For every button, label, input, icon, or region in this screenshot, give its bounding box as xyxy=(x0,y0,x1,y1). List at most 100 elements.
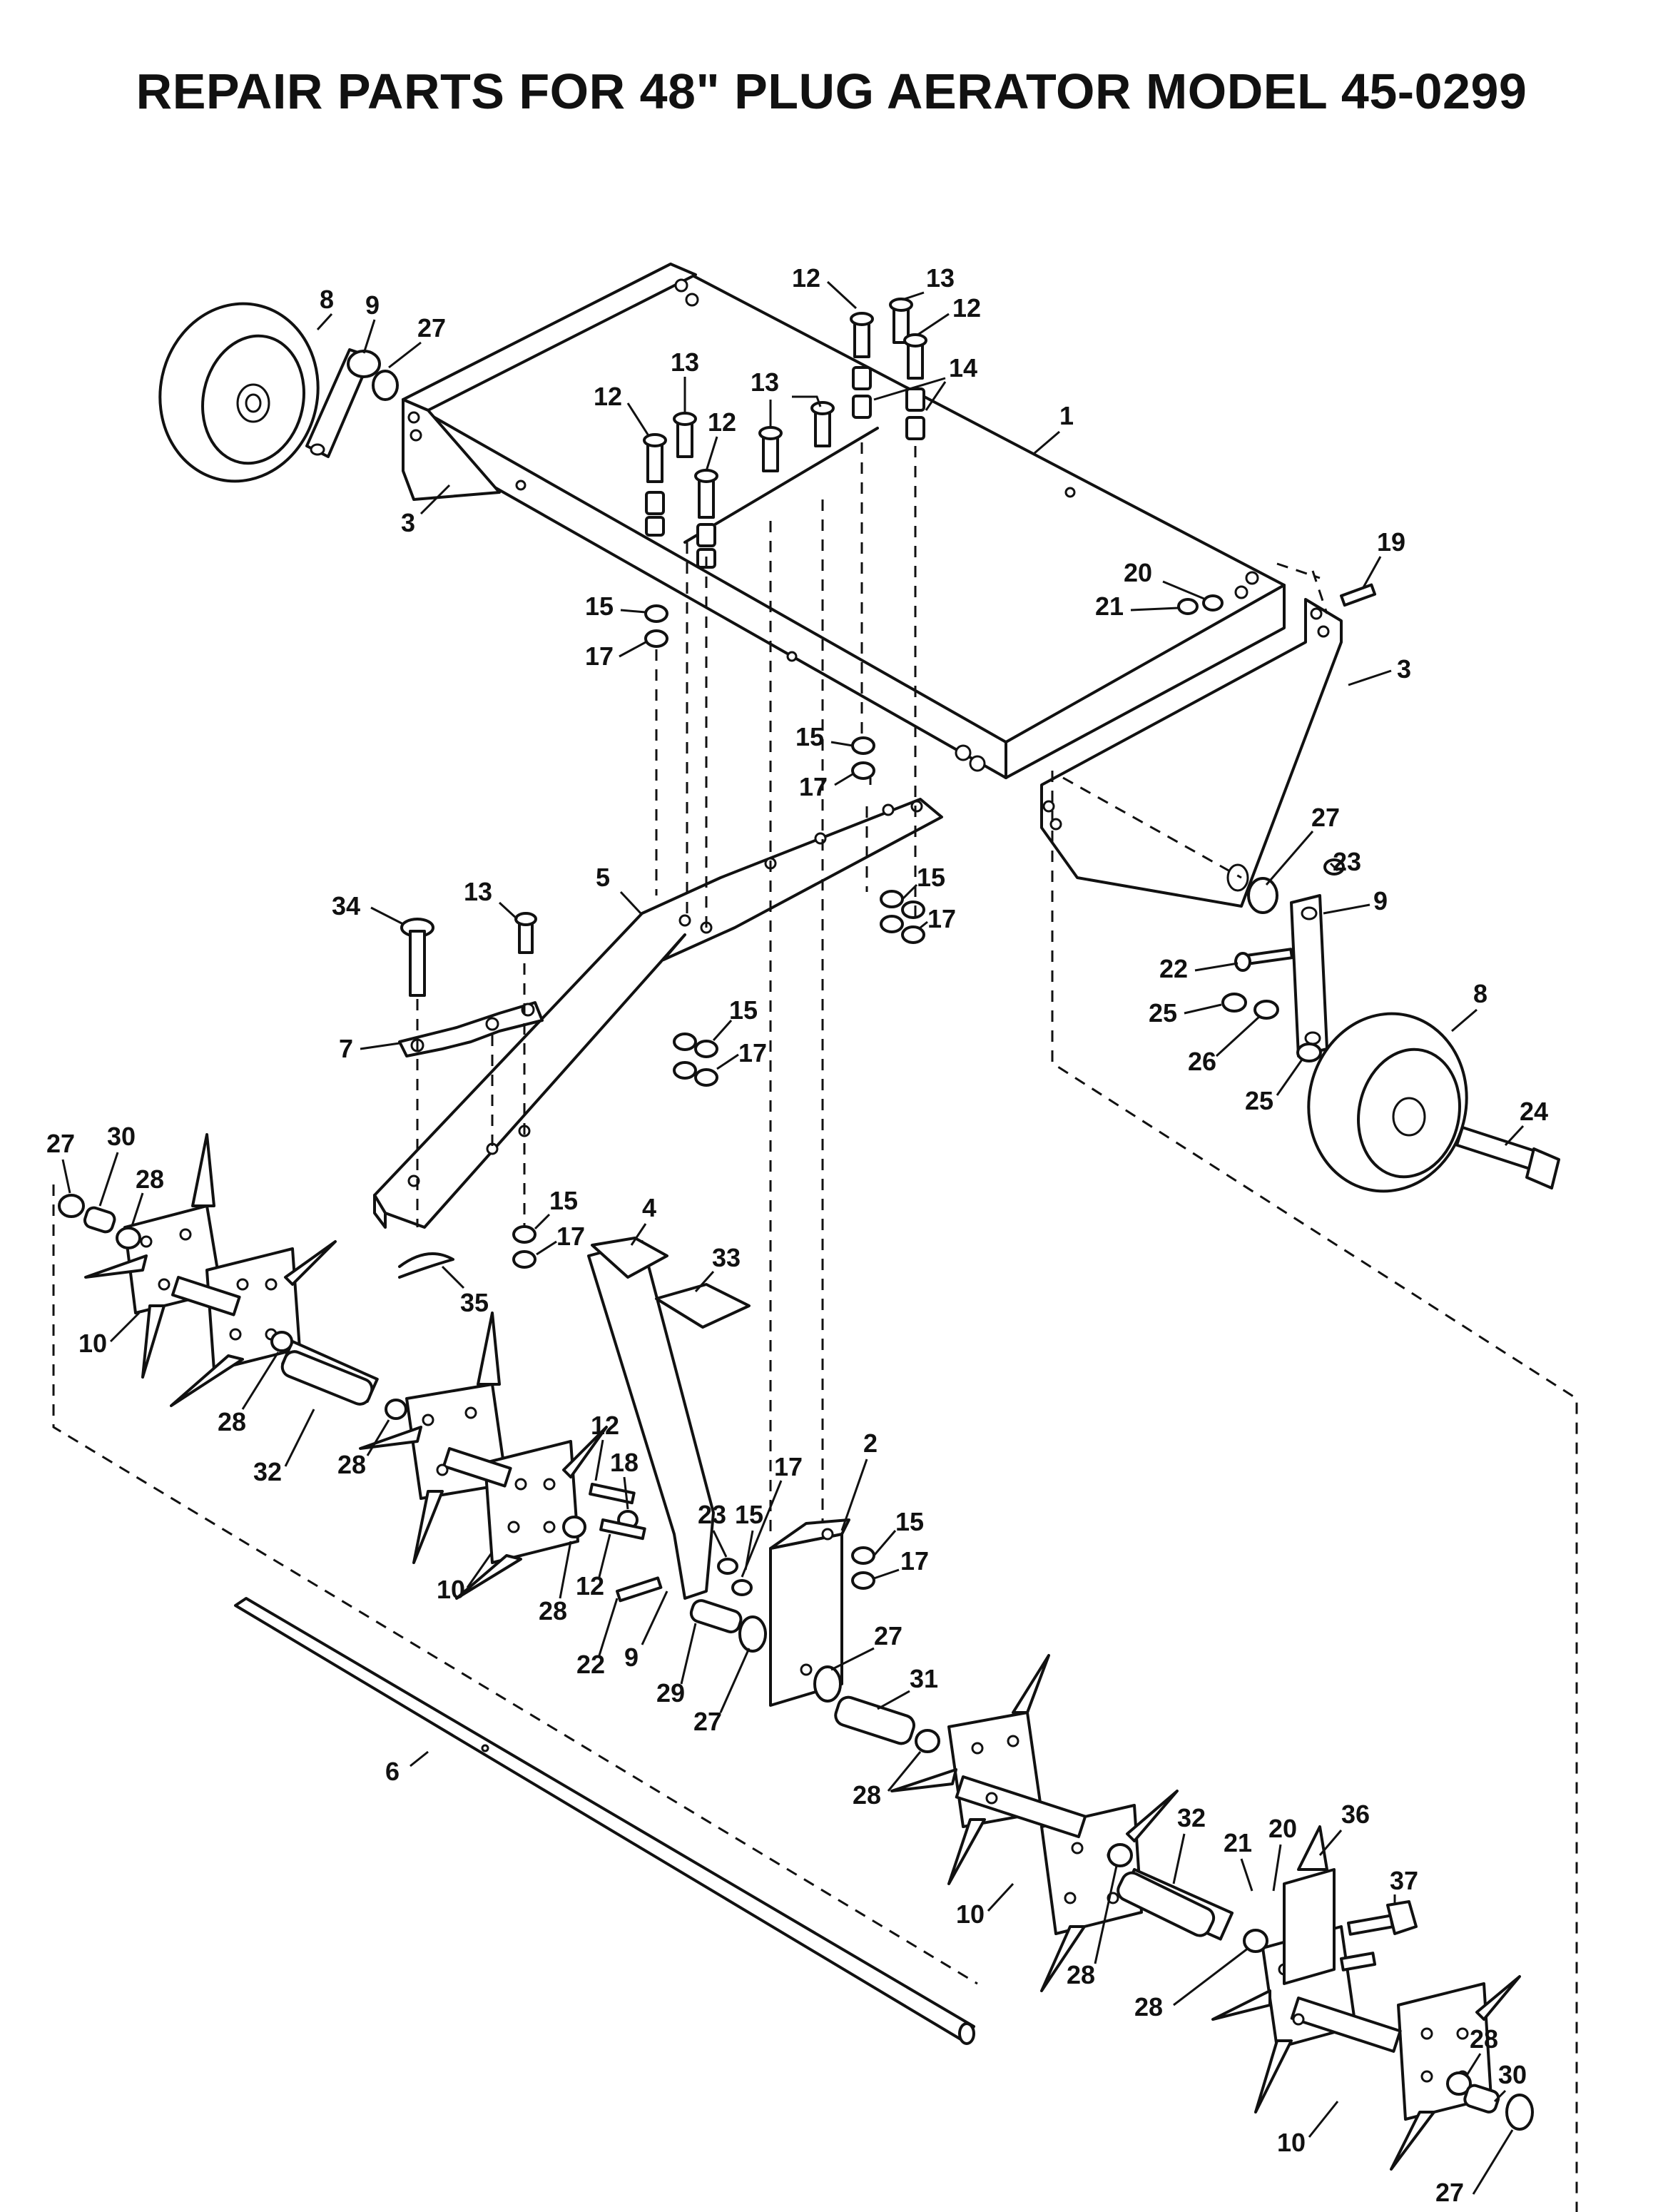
callout-5: 5 xyxy=(596,863,610,892)
page-title: REPAIR PARTS FOR 48" PLUG AERATOR MODEL … xyxy=(136,64,1527,119)
callout-33: 33 xyxy=(712,1243,741,1272)
callout-10: 10 xyxy=(78,1329,107,1358)
callout-10d: 10 xyxy=(1277,2128,1306,2157)
tine-assembly-4 xyxy=(1211,1925,1521,2171)
callout-21: 21 xyxy=(1095,592,1124,621)
callout-21b: 21 xyxy=(1224,1828,1252,1857)
wheel-arm-right xyxy=(1247,877,1328,1057)
callout-10c: 10 xyxy=(956,1899,985,1929)
callout-27f: 27 xyxy=(1435,2178,1464,2207)
hairpin-clip xyxy=(398,1252,454,1279)
callout-25: 25 xyxy=(1149,998,1177,1028)
callout-20b: 20 xyxy=(1268,1814,1297,1843)
bolt-22-right xyxy=(1234,948,1293,972)
callout-17c: 17 xyxy=(927,904,956,933)
callout-32: 32 xyxy=(253,1457,282,1486)
callout-3b: 3 xyxy=(1397,654,1411,684)
callout-27d: 27 xyxy=(693,1707,722,1736)
callout-1: 1 xyxy=(1059,401,1074,430)
callout-27e: 27 xyxy=(874,1621,902,1650)
callout-30b: 30 xyxy=(1498,2060,1527,2089)
side-plate-left xyxy=(402,398,501,501)
callout-17d: 17 xyxy=(738,1038,767,1067)
wheel-right xyxy=(1307,1012,1560,1193)
callout-18: 18 xyxy=(610,1448,639,1477)
callout-8b: 8 xyxy=(1473,979,1487,1008)
callout-29: 29 xyxy=(656,1678,685,1708)
callout-27c: 27 xyxy=(46,1129,75,1158)
callout-19: 19 xyxy=(1377,527,1405,557)
callout-27: 27 xyxy=(417,313,446,343)
hardware-bolts xyxy=(514,298,927,954)
callout-28h: 28 xyxy=(1470,2024,1498,2054)
callout-6: 6 xyxy=(385,1757,400,1786)
washers-25-26 xyxy=(1221,993,1322,1062)
wheel-arm-left xyxy=(305,348,399,458)
callout-2: 2 xyxy=(863,1429,878,1458)
tine-assembly-1 xyxy=(84,1133,379,1407)
callout-13d: 13 xyxy=(464,877,492,906)
handle-pad xyxy=(655,1283,751,1329)
callout-10b: 10 xyxy=(437,1575,465,1604)
callout-12d: 12 xyxy=(708,407,736,437)
callout-31: 31 xyxy=(910,1664,938,1693)
hardware-nuts xyxy=(512,594,1345,1596)
callout-28d: 28 xyxy=(539,1596,567,1625)
center-bracket xyxy=(769,1518,850,1707)
spacer-tubes xyxy=(280,1350,1216,1937)
callout-37: 37 xyxy=(1390,1866,1418,1895)
side-plate-right xyxy=(1040,598,1343,908)
callout-3: 3 xyxy=(401,508,415,537)
callout-13c: 13 xyxy=(751,367,779,397)
callout-17e: 17 xyxy=(556,1222,585,1251)
callout-15c: 15 xyxy=(917,863,945,892)
callout-28c: 28 xyxy=(337,1450,366,1479)
callout-24: 24 xyxy=(1520,1097,1548,1126)
callout-28f: 28 xyxy=(1067,1960,1095,1989)
callout-30: 30 xyxy=(107,1122,136,1151)
wheel-left xyxy=(158,302,320,483)
callout-17b: 17 xyxy=(799,772,828,801)
callout-27b: 27 xyxy=(1311,803,1340,832)
callout-17f: 17 xyxy=(774,1452,803,1481)
tine-assembly-2 xyxy=(359,1312,608,1600)
callout-23: 23 xyxy=(1333,847,1361,876)
long-axle xyxy=(234,1597,975,2045)
callout-13b: 13 xyxy=(671,347,699,377)
callout-12c: 12 xyxy=(594,382,622,411)
callout-25b: 25 xyxy=(1245,1086,1273,1115)
callout-36: 36 xyxy=(1341,1800,1370,1829)
callout-9c: 9 xyxy=(624,1643,639,1672)
weight-handle xyxy=(587,1237,715,1600)
callout-26: 26 xyxy=(1188,1047,1216,1076)
hardware-spacers xyxy=(645,366,925,569)
callout-28g: 28 xyxy=(1134,1992,1163,2021)
handle-bolts xyxy=(589,1482,1418,1972)
callout-4: 4 xyxy=(642,1193,656,1222)
callout-17: 17 xyxy=(585,641,614,671)
callout-34: 34 xyxy=(332,891,360,920)
callout-14: 14 xyxy=(949,353,977,382)
callout-12b: 12 xyxy=(952,293,981,323)
callouts: 8 9 27 12 13 12 13 12 13 12 14 1 3 19 20… xyxy=(46,263,1548,2207)
callout-23b: 23 xyxy=(698,1500,726,1529)
callout-15: 15 xyxy=(585,592,614,621)
callout-15d: 15 xyxy=(729,995,758,1025)
callout-12: 12 xyxy=(792,263,820,293)
bolt-19 xyxy=(1340,583,1377,607)
callout-8: 8 xyxy=(320,285,334,314)
callout-12e: 12 xyxy=(591,1411,619,1440)
callout-9: 9 xyxy=(365,290,380,320)
callout-15e: 15 xyxy=(549,1186,578,1215)
callout-20: 20 xyxy=(1124,558,1152,587)
bushings xyxy=(58,1194,1534,2131)
tow-bar xyxy=(373,798,943,1229)
hitch-pin xyxy=(400,918,434,997)
callout-28b: 28 xyxy=(218,1407,246,1436)
callout-28: 28 xyxy=(136,1165,164,1194)
callout-22: 22 xyxy=(1159,954,1188,983)
callout-9b: 9 xyxy=(1373,886,1388,915)
callout-7: 7 xyxy=(339,1034,353,1063)
callout-15b: 15 xyxy=(795,722,824,751)
